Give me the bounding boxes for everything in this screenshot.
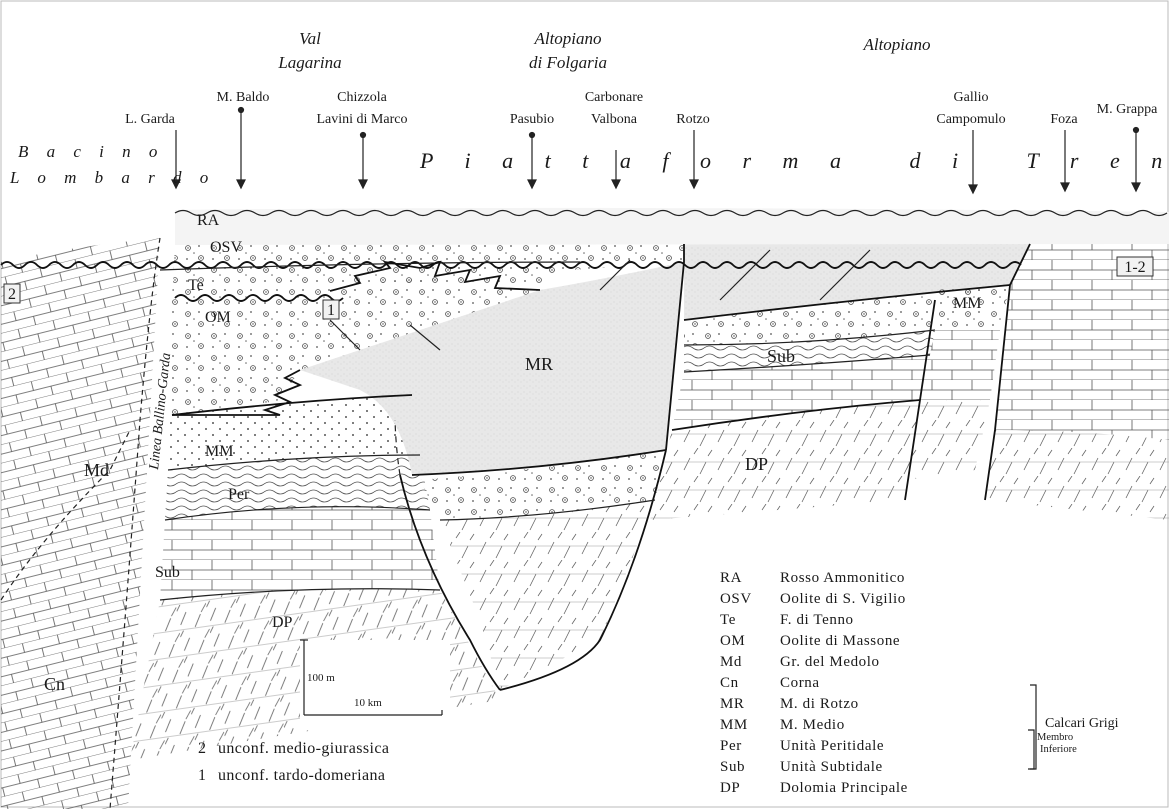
legend-code-osv: OSV [720, 591, 752, 607]
legend-name-om: Oolite di Massone [780, 633, 900, 649]
scale-bar: 100 m 10 km [300, 640, 450, 730]
region-folgaria-label-2: di Folgaria [529, 53, 607, 72]
legend-name-md: Gr. del Medolo [780, 654, 880, 670]
unconf-num-2: 2 [198, 740, 206, 757]
unit-label-dp-left: DP [272, 614, 293, 631]
region-val-label-2: Lagarina [277, 53, 341, 72]
unit-label-te: Te [188, 277, 204, 294]
unit-label-mm-left: MM [205, 443, 233, 460]
loc-foza: Foza [1050, 112, 1078, 127]
loc-rotzo: Rotzo [676, 112, 709, 127]
legend-code-sub: Sub [720, 759, 745, 775]
region-altopiano-label: Altopiano [862, 35, 930, 54]
unit-label-cn: Cn [44, 674, 65, 694]
legend-name-dp: Dolomia Principale [780, 780, 908, 796]
loc-carbonare: Carbonare [585, 90, 643, 105]
unit-label-dp-center: DP [745, 454, 768, 474]
loc-chizzola: Chizzola [337, 90, 388, 105]
region-val-label-1: Val [299, 29, 321, 48]
loc-campomulo: Campomulo [936, 112, 1005, 127]
legend-code-mr: MR [720, 696, 745, 712]
loc-l-garda: L. Garda [125, 112, 176, 127]
unit-label-per: Per [228, 486, 250, 503]
unconformity-marker-1: 1 [323, 300, 339, 319]
svg-text:2: 2 [8, 286, 16, 303]
legend-code-ra: RA [720, 570, 742, 586]
loc-m-baldo: M. Baldo [217, 90, 270, 105]
svg-text:1: 1 [327, 302, 335, 319]
membro-label: Membro [1037, 732, 1073, 743]
legend-name-te: F. di Tenno [780, 612, 854, 628]
svg-text:1-2: 1-2 [1124, 259, 1145, 276]
unit-label-om: OM [205, 309, 231, 326]
legend-code-per: Per [720, 738, 742, 754]
loc-gallio: Gallio [954, 90, 989, 105]
legend-name-mm: M. Medio [780, 717, 845, 733]
legend-code-om: OM [720, 633, 745, 649]
left-sub-body [160, 507, 440, 600]
basin-label-2: L o m b a r d o [9, 168, 215, 187]
loc-lavini: Lavini di Marco [317, 112, 408, 127]
legend-name-cn: Corna [780, 675, 820, 691]
unit-label-md: Md [84, 460, 109, 480]
calcari-grigi-label: Calcari Grigi [1045, 716, 1119, 731]
legend-name-ra: Rosso Ammonitico [780, 570, 905, 586]
legend-code-cn: Cn [720, 675, 739, 691]
unconformity-marker-1-2: 1-2 [1117, 257, 1153, 276]
loc-valbona: Valbona [591, 112, 638, 127]
unit-label-mr: MR [525, 354, 553, 374]
unit-label-sub-left: Sub [155, 564, 180, 581]
platform-label: P i a t t a f o r m a d i T r e n t o [419, 148, 1169, 173]
legend-code-dp: DP [720, 780, 740, 796]
legend-name-sub: Unità Subtidale [780, 759, 883, 775]
scale-vertical-label: 100 m [307, 672, 335, 684]
unit-label-ra: RA [197, 212, 220, 229]
unconf-text-2: unconf. medio-giurassica [218, 740, 389, 757]
unconf-text-1: unconf. tardo-domeriana [218, 767, 385, 784]
unconformity-marker-2: 2 [4, 284, 20, 303]
legend-code-te: Te [720, 612, 736, 628]
unconf-num-1: 1 [198, 767, 206, 784]
loc-m-grappa: M. Grappa [1097, 102, 1158, 117]
legend-name-osv: Oolite di S. Vigilio [780, 591, 906, 607]
loc-pasubio: Pasubio [510, 112, 554, 127]
region-folgaria-label-1: Altopiano [533, 29, 601, 48]
basin-label-1: B a c i n o [18, 142, 164, 161]
unit-label-mm-right: MM [953, 295, 981, 312]
inferiore-label: Inferiore [1040, 744, 1077, 755]
legend-code-md: Md [720, 654, 742, 670]
legend-code-mm: MM [720, 717, 748, 733]
unit-label-osv: OSV [210, 239, 242, 256]
scale-horizontal-label: 10 km [354, 697, 382, 709]
unit-label-sub-right: Sub [767, 346, 795, 366]
legend-name-mr: M. di Rotzo [780, 696, 859, 712]
legend-name-per: Unità Peritidale [780, 738, 884, 754]
